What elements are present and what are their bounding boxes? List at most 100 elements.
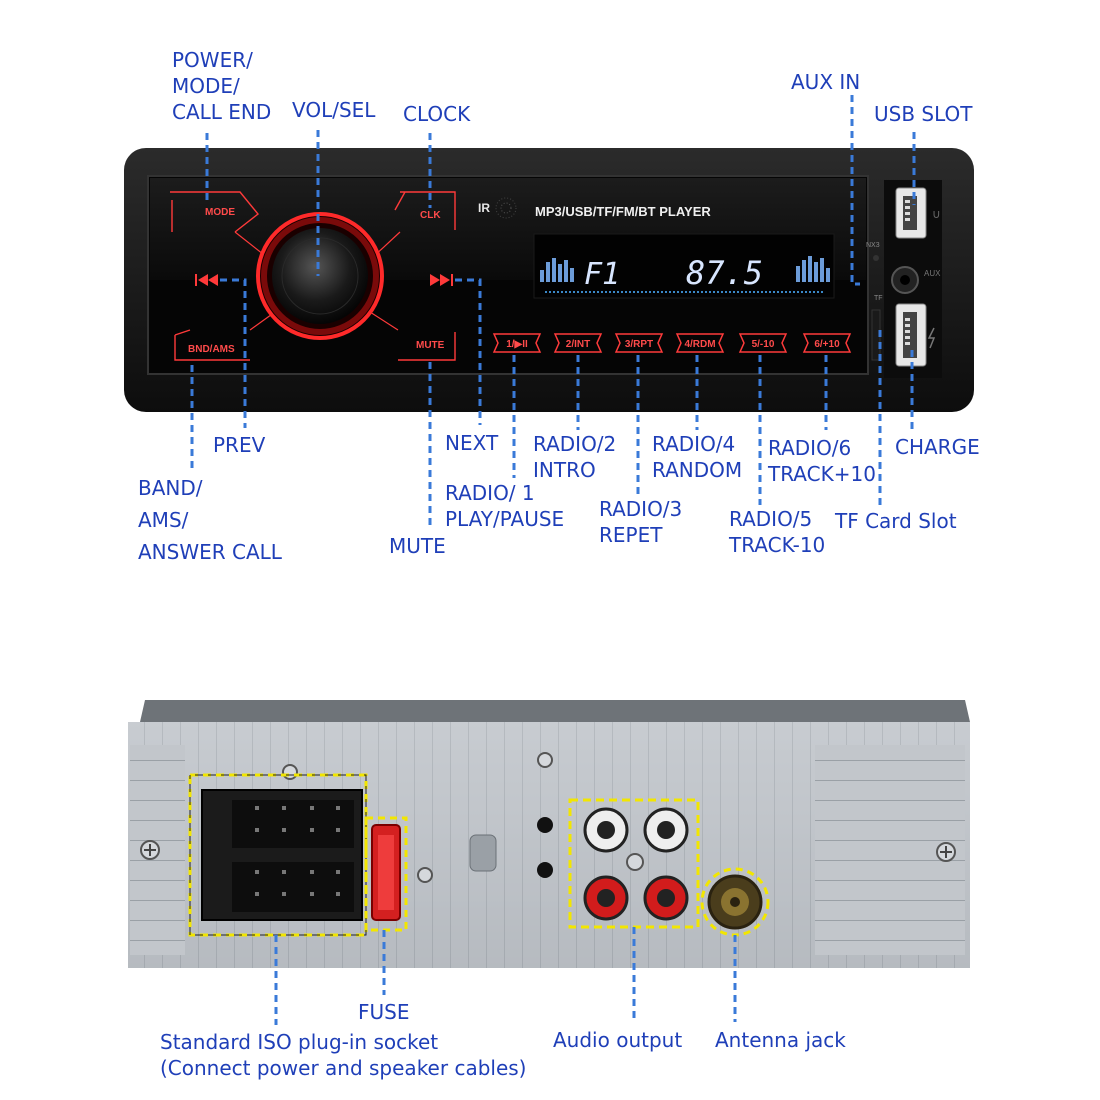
rca-red-right[interactable]: [643, 875, 689, 921]
label-iso-socket: Standard ISO plug-in socket (Connect pow…: [160, 1029, 526, 1081]
label-power-line3: CALL END: [172, 100, 272, 124]
label-band-ams: BAND/ AMS/ ANSWER CALL: [138, 472, 282, 568]
preset-button-5[interactable]: 5/-10: [738, 333, 788, 353]
preset-button-3[interactable]: 3/RPT: [614, 333, 664, 353]
label-power-line1: POWER/: [172, 48, 253, 72]
label-power-line2: MODE/: [172, 74, 240, 98]
label-iso-line1: Standard ISO plug-in socket: [160, 1030, 439, 1054]
preset-button-label: 6/+10: [814, 339, 840, 350]
label-tf-card-slot: TF Card Slot: [835, 509, 957, 533]
label-radio4-line1: RADIO/4: [652, 432, 736, 456]
next-button[interactable]: [430, 274, 453, 286]
prev-icon: [198, 274, 218, 286]
aux-mark: NX3: [866, 242, 880, 249]
aux-icon: AUX: [924, 269, 941, 278]
next-icon: [430, 274, 450, 286]
label-radio3: RADIO/3 REPET: [599, 496, 682, 548]
label-band-line3: ANSWER CALL: [138, 540, 282, 564]
ground-tab: [469, 834, 497, 872]
rca-white-left[interactable]: [583, 807, 629, 853]
label-radio6-line2: TRACK+10: [768, 462, 876, 486]
display-frequency: 87.5: [686, 254, 763, 292]
antenna-jack[interactable]: [707, 874, 763, 930]
preset-button-label: 3/RPT: [625, 339, 653, 350]
preset-button-label: 2/INT: [566, 339, 590, 350]
iso-socket[interactable]: [201, 789, 363, 921]
label-prev: PREV: [213, 433, 266, 457]
player-title: MP3/USB/TF/FM/BT PLAYER: [535, 204, 711, 219]
spectrum-right: [796, 256, 830, 282]
label-radio4: RADIO/4 RANDOM: [652, 431, 742, 483]
chassis-top-edge: [140, 700, 970, 722]
mic-hole: [873, 255, 879, 261]
screw-top: [282, 764, 298, 780]
preset-buttons: 1/▶II 2/INT 3/RPT 4/RDM 5/-10 6/+10: [492, 333, 852, 353]
screw-lower: [417, 867, 433, 883]
preset-button-2[interactable]: 2/INT: [553, 333, 603, 353]
screw-left: [140, 840, 160, 860]
label-usb-slot: USB SLOT: [874, 102, 973, 126]
clock-button-outline: [394, 191, 456, 230]
label-band-line1: BAND/: [138, 476, 203, 500]
label-radio3-line1: RADIO/3: [599, 497, 683, 521]
leader-aux: [850, 95, 860, 286]
label-aux-in: AUX IN: [791, 70, 861, 94]
label-radio5: RADIO/5 TRACK-10: [729, 506, 825, 558]
label-vol-sel: VOL/SEL: [292, 98, 376, 122]
label-radio4-line2: RANDOM: [652, 458, 743, 482]
spectrum-left: [540, 258, 574, 282]
label-radio1-line1: RADIO/ 1: [445, 481, 535, 505]
label-radio5-line2: TRACK-10: [729, 533, 826, 557]
preset-button-4[interactable]: 4/RDM: [675, 333, 725, 353]
screw-right: [936, 842, 956, 862]
label-iso-line2: (Connect power and speaker cables): [160, 1056, 527, 1080]
screw-audio: [626, 853, 644, 871]
label-next: NEXT: [445, 431, 499, 455]
fuse-highlight: [364, 816, 408, 932]
mute-button-text[interactable]: MUTE: [416, 340, 445, 351]
leader-prev: [220, 278, 247, 428]
preset-button-label: 4/RDM: [684, 339, 715, 350]
clock-button-text[interactable]: CLK: [420, 210, 441, 221]
power-button-text[interactable]: MODE: [205, 207, 235, 218]
display-band: F1: [584, 257, 620, 292]
knob-frame-lines: [234, 231, 401, 331]
label-clock: CLOCK: [403, 102, 471, 126]
label-radio3-line2: REPET: [599, 523, 663, 547]
power-button-outline: [170, 191, 259, 233]
bnd-button-outline: [174, 329, 250, 361]
rca-white-right[interactable]: [643, 807, 689, 853]
rear-leader-lines: [274, 927, 737, 1025]
usb-slot-top[interactable]: [895, 187, 927, 239]
rca-red-left[interactable]: [583, 875, 629, 921]
label-power-mode: POWER/ MODE/ CALL END: [172, 47, 271, 125]
label-audio-output: Audio output: [553, 1028, 683, 1052]
preset-button-label: 5/-10: [752, 339, 775, 350]
preset-button-1[interactable]: 1/▶II: [492, 333, 542, 353]
charge-icon: [927, 327, 936, 349]
label-radio1: RADIO/ 1 PLAY/PAUSE: [445, 480, 564, 532]
front-leader-lines: [190, 95, 916, 530]
mute-button-outline: [398, 332, 456, 361]
bnd-button-text[interactable]: BND/AMS: [188, 344, 235, 355]
preset-button-6[interactable]: 6/+10: [802, 333, 852, 353]
label-radio6: RADIO/6 TRACK+10: [768, 435, 876, 487]
front-panel: MODE CLK BND/AMS MUTE IR MP3/USB/TF/FM/B…: [124, 148, 974, 412]
rear-panel: [128, 700, 970, 968]
leader-next: [455, 278, 482, 425]
usb-icon: ∪: [932, 207, 941, 221]
usb-slot-charge[interactable]: [895, 303, 927, 367]
label-radio2: RADIO/2 INTRO: [533, 431, 616, 483]
preset-button-label: 1/▶II: [506, 339, 528, 350]
label-band-line2: AMS/: [138, 508, 189, 532]
prev-button[interactable]: [195, 274, 218, 286]
screw-mid: [537, 752, 553, 768]
mount-hole-2: [537, 862, 553, 878]
label-antenna-jack: Antenna jack: [715, 1028, 846, 1052]
aux-jack[interactable]: [891, 266, 919, 294]
fuse[interactable]: [371, 824, 401, 921]
label-radio2-line2: INTRO: [533, 458, 596, 482]
tf-mark: TF: [874, 295, 883, 302]
volume-knob[interactable]: [256, 212, 384, 340]
